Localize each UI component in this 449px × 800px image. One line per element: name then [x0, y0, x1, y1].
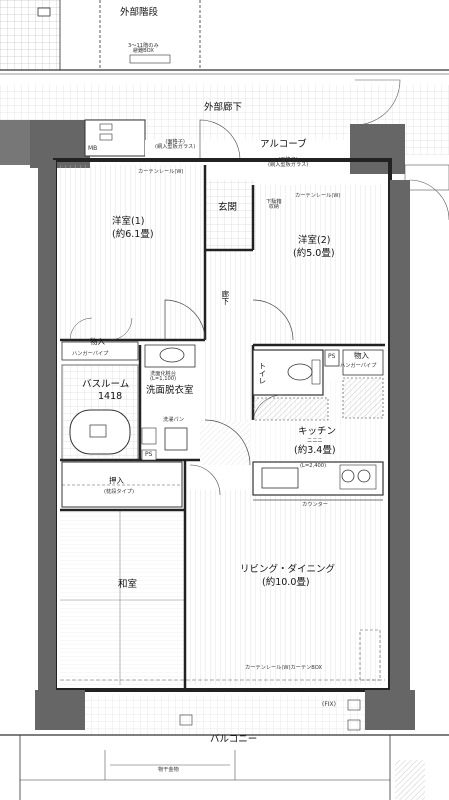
- room1-size: (約6.1畳): [112, 229, 154, 240]
- living-size: (約10.0畳): [262, 577, 310, 588]
- room1-name: 洋室(1): [112, 216, 145, 227]
- glass-note-1: (面格子) (網入型板ガラス): [155, 139, 196, 151]
- bathroom-size: 1418: [98, 391, 123, 402]
- entrance-floor: [205, 180, 255, 250]
- entrance-label: 玄関: [218, 202, 238, 213]
- vanity-note: 洗面化粧台 (L=1,100): [150, 371, 177, 383]
- balcony-area: [85, 695, 365, 735]
- living-name: リビング・ダイニング: [240, 564, 336, 575]
- room1-floor: [60, 165, 205, 340]
- ps-right: PS: [328, 353, 336, 360]
- stairs-area: [0, 0, 60, 70]
- closet-large-note: (枕段タイプ): [104, 489, 134, 495]
- kitchen-sub: ニニニ: [307, 438, 323, 444]
- mb-label: MB: [88, 145, 98, 152]
- kitchen-size: (約3.4畳): [294, 445, 336, 456]
- curtain-box: カーテンレール(W)カーテンBOX: [245, 665, 323, 671]
- closet-large-label: 押入: [109, 476, 124, 485]
- washitsu-floor: [60, 510, 185, 685]
- bathroom-name: バスルーム: [82, 379, 130, 390]
- kitchen-name: キッチン: [298, 426, 337, 437]
- living-floor: [185, 490, 385, 685]
- closet-storage-left: 物入: [90, 337, 105, 346]
- washitsu-label: 和室: [118, 579, 138, 590]
- washroom-label: 洗面脱衣室: [146, 385, 194, 396]
- stairs-title: 外部階段: [120, 7, 159, 18]
- kitchen-counter-len: (L=2,400): [300, 463, 327, 469]
- fix-label: (FIX): [322, 701, 337, 708]
- toilet-label: トイレ: [257, 362, 267, 385]
- hanger-pipe-left: ハンガーパイプ: [72, 351, 109, 357]
- washpan-label: 洗濯パン: [163, 417, 185, 423]
- fitting-label: 物干金物: [158, 767, 179, 773]
- alcove-label: アルコーブ: [260, 139, 307, 150]
- counter-label: カウンター: [302, 502, 328, 508]
- hall-floor: [205, 250, 253, 420]
- curtain-rail-1: カーテンレール(W): [138, 169, 184, 175]
- room2-name: 洋室(2): [298, 235, 331, 246]
- evacuation-box: [129, 54, 171, 64]
- room2-floor: [253, 185, 385, 345]
- glass-note-2: (面格子) (網入型板ガラス): [268, 157, 309, 169]
- entrance-storage: 下駄箱 収納: [266, 199, 282, 211]
- corridor-label: 外部廊下: [204, 102, 243, 113]
- closet-storage-right: 物入: [354, 351, 369, 360]
- room2-size: (約5.0畳): [293, 248, 335, 259]
- stairs-note: 3～11階のみ 避難BOX: [128, 43, 159, 55]
- ps-left: PS: [145, 451, 153, 458]
- hanger-pipe-right: ハンガーパイプ: [340, 363, 377, 369]
- balcony-label: バルコニー: [210, 734, 258, 745]
- hall-label: 廊下: [220, 290, 230, 305]
- curtain-rail-2: カーテンレール(W): [295, 193, 341, 199]
